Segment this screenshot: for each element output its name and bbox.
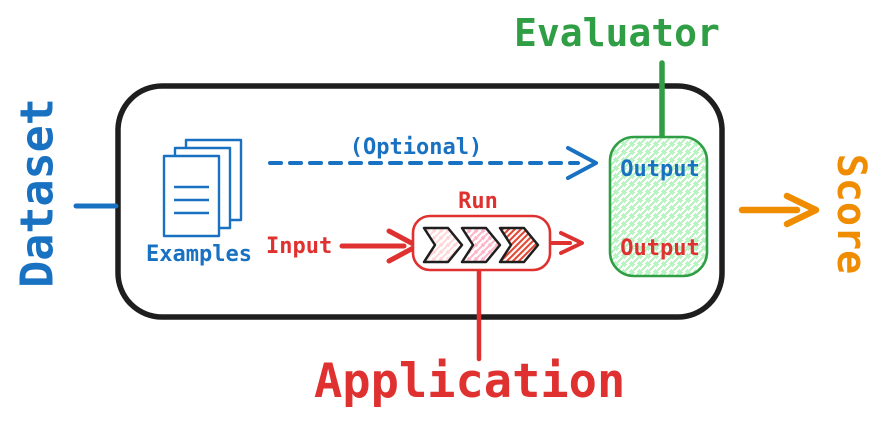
dataset-label: Dataset bbox=[10, 98, 64, 288]
evaluator-output-box bbox=[608, 135, 709, 278]
score-label: Score bbox=[828, 153, 874, 275]
score-arrow bbox=[738, 192, 820, 228]
run-output-arrow bbox=[550, 231, 584, 255]
run-label: Run bbox=[458, 189, 498, 214]
output-application-label: Output bbox=[620, 236, 700, 261]
chevron-pipeline-icon bbox=[422, 226, 540, 264]
examples-label: Examples bbox=[146, 242, 252, 267]
output-evaluator-label: Output bbox=[620, 157, 700, 182]
application-label: Application bbox=[314, 354, 626, 409]
evaluator-label: Evaluator bbox=[514, 11, 720, 55]
optional-dashed-arrow bbox=[268, 146, 598, 180]
documents-icon bbox=[162, 138, 243, 238]
input-label: Input bbox=[266, 234, 333, 259]
system-boundary-box bbox=[115, 83, 725, 320]
optional-label: (Optional) bbox=[349, 135, 483, 160]
run-box bbox=[411, 214, 552, 272]
